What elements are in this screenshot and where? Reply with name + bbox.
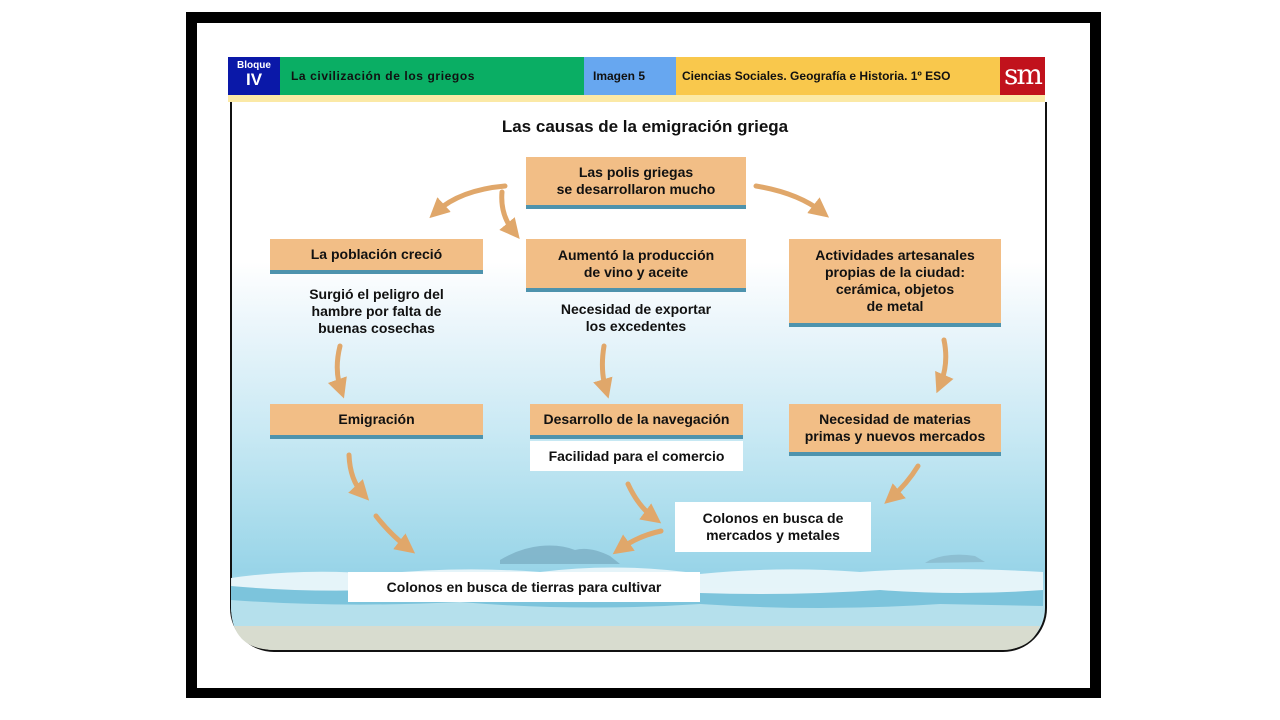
distant-island: [500, 545, 620, 564]
arrow-polis-to-population: [429, 183, 508, 219]
shore: [231, 626, 1043, 650]
arrow-crafts-to-materials: [935, 337, 954, 394]
box-polis-developed: Las polis griegas se desarrollaron mucho: [526, 157, 746, 209]
wave-foam: [231, 600, 1043, 628]
unit-title: La civilización de los griegos: [280, 57, 584, 95]
distant-island-right: [925, 554, 985, 563]
image-label: Imagen 5: [584, 57, 676, 95]
note-trade-ease: Facilidad para el comercio: [530, 441, 743, 471]
sm-logo: sm: [1000, 57, 1045, 95]
outcome-farmer-colonists-label: Colonos en busca de tierras para cultiva…: [386, 578, 662, 595]
diagram-title: Las causas de la emigración griega: [501, 117, 789, 136]
box-production-increased: Aumentó la producción de vino y aceite: [526, 239, 746, 292]
note-export-surplus: Necesidad de exportar los excedentes: [560, 301, 712, 334]
arrow-polis-to-crafts: [753, 183, 830, 218]
box-production-increased-label: Aumentó la producción de vino y aceite: [557, 246, 715, 280]
bloque-number: IV: [245, 70, 263, 89]
box-raw-materials: Necesidad de materias primas y nuevos me…: [789, 404, 1001, 456]
arrow-polis-to-production: [499, 189, 520, 239]
box-crafts: Actividades artesanales propias de la ci…: [789, 239, 1001, 327]
bloque-badge: Bloque IV: [228, 57, 280, 95]
box-crafts-label: Actividades artesanales propias de la ci…: [815, 247, 975, 314]
outcome-merchant-colonists-label: Colonos en busca de mercados y metales: [702, 510, 844, 543]
outcome-farmer-colonists: Colonos en busca de tierras para cultiva…: [348, 572, 700, 602]
subject-label: Ciencias Sociales. Geografía e Historia.…: [676, 57, 1000, 95]
arrow-trade-to-merchants: [625, 481, 662, 524]
box-navigation: Desarrollo de la navegación: [530, 404, 743, 439]
arrow-emigration-to-colonists-2: [373, 513, 416, 554]
box-emigration: Emigración: [270, 404, 483, 439]
bloque-label: Bloque: [237, 60, 271, 71]
arrow-materials-to-merchants: [884, 463, 921, 504]
outcome-merchant-colonists: Colonos en busca de mercados y metales: [675, 502, 871, 552]
box-polis-developed-label: Las polis griegas se desarrollaron mucho: [556, 164, 716, 197]
box-population-grew: La población creció: [270, 239, 483, 274]
box-emigration-label: Emigración: [338, 411, 415, 427]
box-navigation-label: Desarrollo de la navegación: [543, 411, 730, 427]
header-strip: [228, 95, 1045, 102]
arrow-hunger-to-emigration: [327, 343, 347, 399]
arrow-merchants-to-sea: [612, 528, 664, 555]
note-trade-ease-label: Facilidad para el comercio: [548, 447, 725, 464]
box-raw-materials-label: Necesidad de materias primas y nuevos me…: [804, 411, 986, 444]
arrow-emigration-to-colonists-1: [346, 452, 370, 501]
box-population-grew-label: La población creció: [310, 246, 443, 262]
note-hunger-danger: Surgió el peligro del hambre por falta d…: [309, 286, 444, 336]
arrow-export-to-navigation: [593, 343, 613, 399]
